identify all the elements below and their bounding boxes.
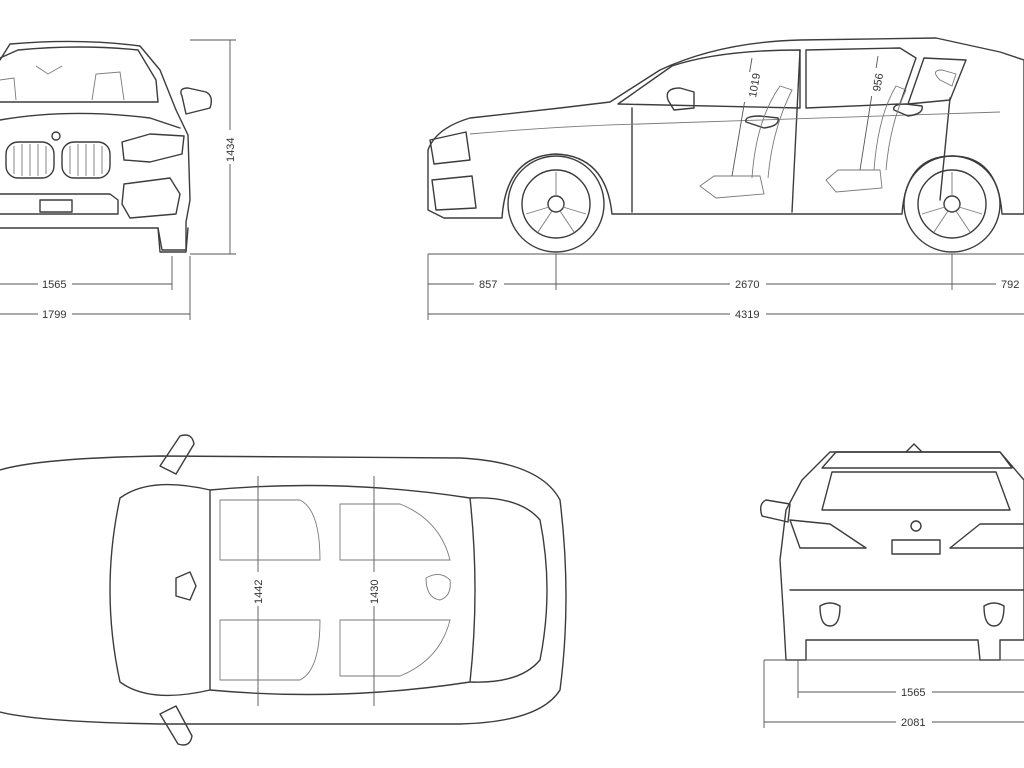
rear-overhang-label: 792 — [1001, 279, 1019, 291]
front-tire — [157, 227, 189, 253]
rear-window — [821, 471, 1011, 511]
top-body-outline — [0, 455, 567, 725]
top-windshield — [109, 483, 211, 697]
kidney-grille — [5, 141, 111, 179]
length-label: 4319 — [735, 309, 759, 321]
rear-headroom-label: 956 — [871, 72, 886, 92]
front-plate — [39, 199, 73, 213]
top-view: 1442 1430 — [0, 434, 567, 746]
rear-taillights — [789, 519, 1024, 549]
front-windshield — [0, 46, 159, 103]
wheelbase-label: 2670 — [735, 279, 759, 291]
front-hood-line — [0, 112, 181, 129]
rear-plate — [891, 539, 941, 555]
side-windows — [617, 47, 967, 109]
front-bumper — [0, 177, 181, 219]
rear-badge — [910, 520, 922, 532]
front-badge — [51, 131, 61, 141]
top-rear-window — [469, 497, 548, 683]
side-view: 1019 956 857 2670 792 4319 — [427, 37, 1024, 321]
side-front-wheel — [507, 155, 605, 253]
side-door-handles — [745, 103, 923, 129]
side-front-bumper — [431, 175, 477, 211]
rear-body-outline — [779, 451, 1024, 661]
side-body-outline — [427, 37, 1024, 219]
top-mirror-right — [159, 705, 193, 746]
rear-view: 1565 2081 — [759, 443, 1024, 729]
side-seats — [699, 69, 957, 199]
side-character-line — [469, 111, 1001, 135]
top-hood-vent — [175, 571, 197, 601]
front-view: 1434 1565 1799 — [0, 39, 238, 321]
front-overhang-label: 857 — [479, 279, 497, 291]
rear-track-label: 1565 — [901, 687, 925, 699]
front-shoulder-label: 1442 — [253, 580, 265, 604]
rear-diffuser — [789, 589, 1024, 627]
side-headlight — [429, 131, 471, 165]
rear-width-label: 2081 — [901, 717, 925, 729]
top-roof-edge — [209, 484, 471, 696]
front-width-label: 1799 — [42, 309, 66, 321]
front-track-label: 1565 — [42, 279, 66, 291]
top-seats — [219, 499, 451, 681]
front-headlight — [121, 133, 185, 163]
side-rear-wheel — [903, 155, 1001, 253]
front-mirror — [180, 87, 213, 115]
top-mirror-left — [159, 434, 195, 475]
rear-spoiler — [821, 443, 1013, 469]
front-seats — [0, 65, 125, 101]
front-headroom-label: 1019 — [747, 72, 763, 98]
side-mirror — [666, 87, 695, 111]
rear-shoulder-label: 1430 — [369, 580, 381, 604]
front-body-outline — [0, 40, 191, 251]
side-door-lines — [631, 49, 951, 213]
rear-mirror — [759, 499, 791, 523]
front-height-label: 1434 — [225, 138, 237, 162]
